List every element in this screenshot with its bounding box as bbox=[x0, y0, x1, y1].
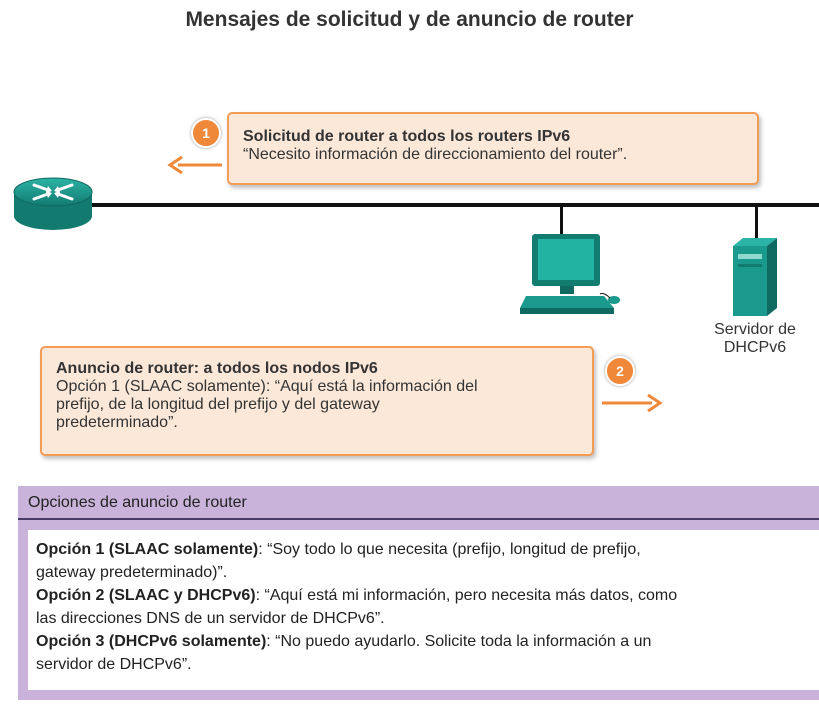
options-panel: Opciones de anuncio de router Opción 1 (… bbox=[18, 486, 819, 700]
step1-badge: 1 bbox=[191, 118, 221, 148]
server-label: Servidor de DHCPv6 bbox=[700, 321, 810, 357]
options-panel-body: Opción 1 (SLAAC solamente): “Soy todo lo… bbox=[28, 530, 819, 690]
callout2-line1: Opción 1 (SLAAC solamente): “Aquí está l… bbox=[56, 378, 478, 395]
step2-badge: 2 bbox=[605, 356, 635, 386]
option2-text-a: : “Aquí está mi información, pero necesi… bbox=[255, 587, 678, 604]
option1-line-a: Opción 1 (SLAAC solamente): “Soy todo lo… bbox=[36, 538, 811, 561]
server-label-line1: Servidor de bbox=[714, 321, 796, 338]
router-solicitation-callout: Solicitud de router a todos los routers … bbox=[227, 112, 759, 185]
callout2-line2: prefijo, de la longitud del prefijo y de… bbox=[56, 396, 380, 413]
option3-line-a: Opción 3 (DHCPv6 solamente): “No puedo a… bbox=[36, 630, 811, 653]
arrow-right-icon bbox=[602, 393, 663, 413]
pc-drop-line bbox=[560, 205, 563, 237]
options-panel-divider bbox=[18, 518, 819, 520]
option3-label: Opción 3 (DHCPv6 solamente) bbox=[36, 633, 267, 650]
option1-text-b: gateway predeterminado)”. bbox=[36, 564, 228, 581]
option2-text-b: las direcciones DNS de un servidor de DH… bbox=[36, 610, 385, 627]
option3-text-b: servidor de DHCPv6”. bbox=[36, 656, 192, 673]
router-icon bbox=[13, 177, 93, 230]
callout2-heading: Anuncio de router: a todos los nodos IPv… bbox=[56, 360, 378, 377]
callout2-line3: predeterminado”. bbox=[56, 414, 178, 431]
option1-text-a: : “Soy todo lo que necesita (prefijo, lo… bbox=[258, 541, 641, 558]
callout1-text: “Necesito información de direccionamient… bbox=[243, 146, 628, 163]
diagram-title: Mensajes de solicitud y de anuncio de ro… bbox=[185, 8, 634, 31]
callout1-heading: Solicitud de router a todos los routers … bbox=[243, 128, 571, 145]
pc-icon bbox=[520, 234, 620, 314]
server-drop-line bbox=[755, 205, 758, 239]
server-icon bbox=[733, 238, 777, 316]
option2-label: Opción 2 (SLAAC y DHCPv6) bbox=[36, 587, 256, 604]
arrow-left-icon bbox=[167, 155, 222, 175]
router-advertisement-callout: Anuncio de router: a todos los nodos IPv… bbox=[40, 346, 594, 456]
option1-label: Opción 1 (SLAAC solamente) bbox=[36, 541, 259, 558]
server-label-line2: DHCPv6 bbox=[723, 339, 787, 356]
option3-text-a: : “No puedo ayudarlo. Solicite toda la i… bbox=[266, 633, 652, 650]
option2-line-a: Opción 2 (SLAAC y DHCPv6): “Aquí está mi… bbox=[36, 584, 811, 607]
network-bus bbox=[85, 203, 819, 207]
options-panel-title: Opciones de anuncio de router bbox=[28, 494, 247, 511]
